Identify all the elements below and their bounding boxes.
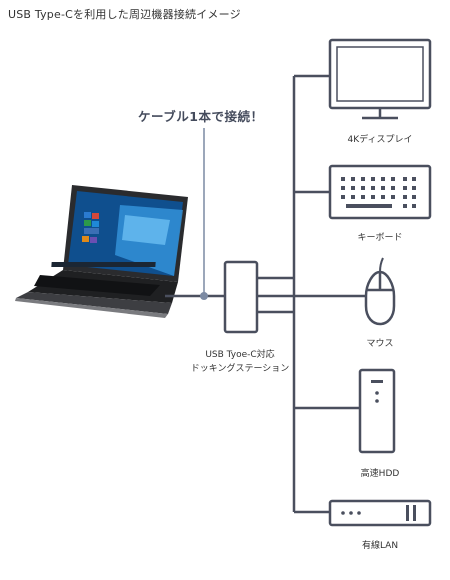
docking-station	[223, 260, 259, 334]
hdd-label: 高速HDD	[360, 469, 400, 479]
dock-label-line2: ドッキングステーション	[190, 364, 290, 374]
laptop-illustration	[15, 185, 188, 318]
diagram-title: USB Type-Cを利用した周辺機器接続イメージ	[8, 8, 241, 21]
lan-router-icon	[328, 499, 432, 527]
monitor-label: 4Kディスプレイ	[347, 135, 413, 145]
callout-text: ケーブル1本で接続！	[138, 109, 264, 124]
callout-dot	[200, 292, 208, 300]
monitor-icon	[328, 38, 432, 120]
keyboard-icon	[328, 164, 432, 220]
mouse-icon	[364, 257, 396, 326]
hdd-icon	[358, 368, 396, 454]
dock-label-line1: USB Tyoe-C対応	[205, 350, 275, 360]
mouse-label: マウス	[366, 339, 394, 349]
connection-lines	[257, 74, 366, 514]
lan-label: 有線LAN	[361, 541, 399, 551]
dock-label: USB Tyoe-C対応 ドッキングステーション	[190, 348, 290, 376]
keyboard-label: キーボード	[357, 233, 403, 243]
